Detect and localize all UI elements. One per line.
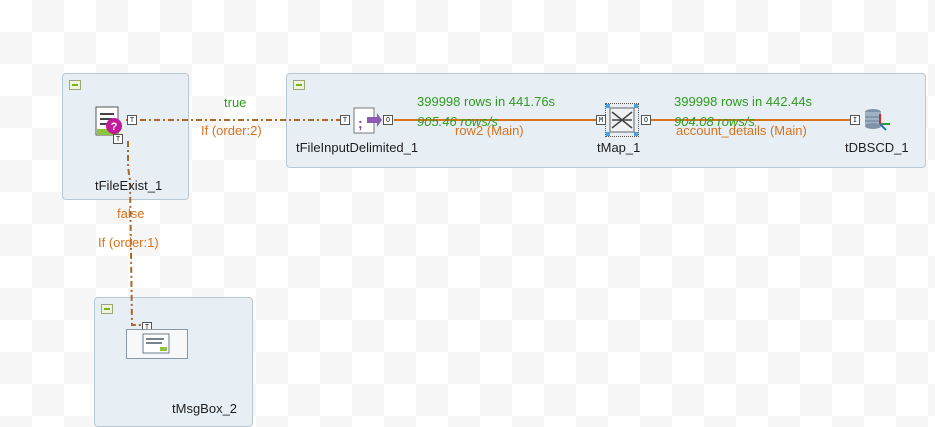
subjob-file-exist[interactable] xyxy=(62,73,189,200)
file-input-delimited-icon: ; xyxy=(353,107,382,134)
tfileinputdelimited-component[interactable]: ; xyxy=(352,106,382,136)
collapse-subjob-button[interactable] xyxy=(69,80,81,90)
component-label: tMap_1 xyxy=(597,140,641,155)
connection-condition[interactable]: If (order:1) xyxy=(98,235,159,250)
connection-name[interactable]: row2 (Main) xyxy=(455,123,524,138)
message-box-icon xyxy=(142,333,170,354)
output-port[interactable]: O xyxy=(383,115,393,125)
component-label: tMsgBox_2 xyxy=(172,401,238,416)
component-label: tFileExist_1 xyxy=(95,178,163,193)
component-label: tDBSCD_1 xyxy=(845,140,909,155)
collapse-subjob-button[interactable] xyxy=(293,80,305,90)
tmsgbox-component[interactable] xyxy=(126,329,188,359)
tmap-icon xyxy=(606,104,638,136)
tmap-component[interactable] xyxy=(605,103,639,137)
database-scd-icon xyxy=(865,109,890,131)
input-port[interactable]: I xyxy=(850,115,860,125)
row-count-stat: 399998 rows in 442.44s xyxy=(674,94,813,109)
tfileexist-component[interactable]: ? xyxy=(94,106,126,138)
row-rate-stat: 905.46 rows/s xyxy=(417,114,498,129)
trigger-port[interactable]: T xyxy=(340,115,350,125)
component-label: tFileInputDelimited_1 xyxy=(296,140,419,155)
svg-text:;: ; xyxy=(358,115,363,131)
file-exist-icon: ? xyxy=(95,106,122,136)
output-port[interactable]: O xyxy=(641,115,651,125)
subjob-msgbox[interactable] xyxy=(94,297,253,427)
row-rate-stat: 904.08 rows/s xyxy=(674,114,755,129)
row-count-stat: 399998 rows in 441.76s xyxy=(417,94,556,109)
tdbscd-component[interactable] xyxy=(862,104,894,134)
connection-label[interactable]: false xyxy=(117,206,145,221)
trigger-port[interactable]: T xyxy=(113,134,123,144)
connection-condition[interactable]: If (order:2) xyxy=(201,123,262,138)
svg-text:?: ? xyxy=(111,121,118,133)
collapse-subjob-button[interactable] xyxy=(101,304,113,314)
trigger-port[interactable]: T xyxy=(127,115,137,125)
connection-name[interactable]: account_details (Main) xyxy=(676,123,807,138)
if-false-link xyxy=(127,141,142,326)
connection-label[interactable]: true xyxy=(224,95,247,110)
